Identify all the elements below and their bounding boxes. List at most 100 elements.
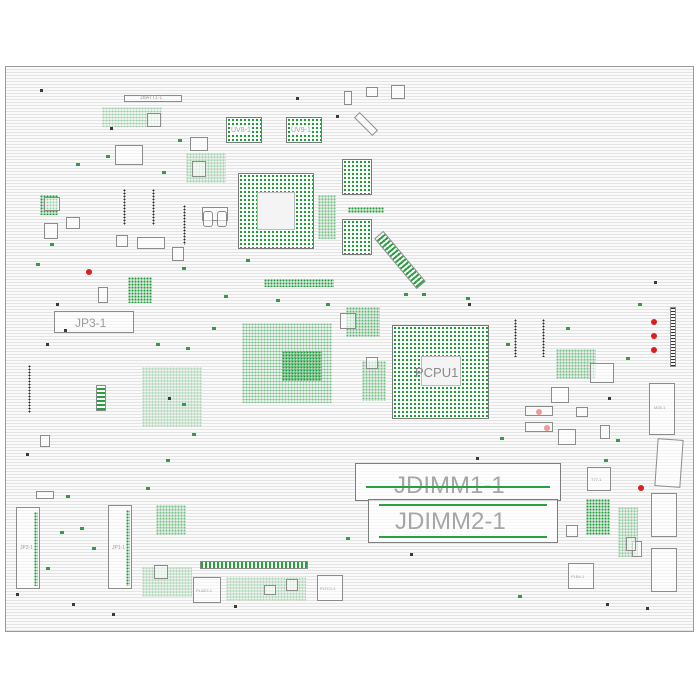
small-ic-3[interactable] xyxy=(190,137,208,151)
right-connector-angled[interactable] xyxy=(654,438,684,488)
jp3-label: JP3-1 xyxy=(75,316,107,330)
jp1-pins xyxy=(126,510,130,586)
plae-chip[interactable]: PLAE2-1 xyxy=(193,577,221,603)
smd-pad-dark xyxy=(476,457,479,460)
right-connector-4[interactable] xyxy=(651,548,677,592)
flex-connector-small[interactable] xyxy=(353,111,379,137)
smd-pad-dark xyxy=(26,453,29,456)
small-ic-7[interactable] xyxy=(44,223,58,239)
vram-chip-2[interactable] xyxy=(342,219,372,255)
small-ic-22[interactable] xyxy=(366,357,378,369)
small-ic-2[interactable] xyxy=(147,113,161,127)
small-ic-25[interactable] xyxy=(154,565,168,579)
small-ic-30[interactable] xyxy=(626,537,636,551)
small-ic-23[interactable] xyxy=(40,435,50,447)
smd-pad-dark xyxy=(296,97,299,100)
small-ic-24[interactable] xyxy=(98,287,108,303)
dimm-slot-2[interactable]: JDIMM2-1 xyxy=(368,499,558,543)
uv9-chip[interactable]: UV9-1 xyxy=(286,117,322,143)
small-ic-9[interactable] xyxy=(172,247,184,261)
test-point-5[interactable] xyxy=(651,347,657,353)
smd-pad-dark xyxy=(72,603,75,606)
smd-pad-dark xyxy=(646,607,649,610)
smd-pad xyxy=(466,297,470,300)
small-ic-15[interactable] xyxy=(551,387,569,403)
dimm-slot-1-label: JDIMM1-1 xyxy=(394,472,505,499)
gpu-bga[interactable] xyxy=(238,173,314,249)
smd-pad xyxy=(106,155,110,158)
pad-cluster-bottom-left xyxy=(156,505,186,535)
small-ic-1[interactable] xyxy=(115,145,143,165)
t77-chip[interactable]: T77-1 xyxy=(587,467,611,491)
right-connector-3[interactable] xyxy=(651,493,677,537)
small-ic-29[interactable] xyxy=(600,425,610,439)
vram-chip-1[interactable] xyxy=(342,159,372,195)
smd-pad-dark xyxy=(234,605,237,608)
pltc-chip[interactable]: PLTC1-1 xyxy=(317,575,343,601)
small-ic-19[interactable] xyxy=(566,525,578,537)
small-ic-8[interactable] xyxy=(137,237,165,249)
smd-pad xyxy=(276,299,280,302)
small-ic-13[interactable] xyxy=(366,87,378,97)
test-point-6[interactable] xyxy=(86,269,92,275)
small-ic-27[interactable] xyxy=(286,579,298,591)
cap-pair-1[interactable] xyxy=(203,211,213,227)
m25-label: M25-1 xyxy=(654,405,666,410)
small-ic-18[interactable] xyxy=(576,407,588,417)
cap-pair-2[interactable] xyxy=(217,211,227,227)
header-vertical-3 xyxy=(183,205,186,245)
small-ic-28[interactable] xyxy=(36,491,54,499)
test-point-4[interactable] xyxy=(651,333,657,339)
smd-pad-dark xyxy=(110,127,113,130)
uv8-label: UV8-1 xyxy=(231,127,251,134)
dimm-slot-2-contacts xyxy=(379,504,547,506)
smd-pad-dark xyxy=(336,115,339,118)
pad-cluster-right-bottom xyxy=(586,499,610,535)
uv9-label: UV9-1 xyxy=(291,127,311,134)
battery-connector-label: JBATT1-1 xyxy=(140,95,163,101)
battery-connector[interactable]: JBATT1-1 xyxy=(124,95,182,102)
bottom-flex-connector[interactable] xyxy=(200,561,308,569)
small-ic-21[interactable] xyxy=(340,313,356,329)
jp3-connector[interactable]: JP3-1 xyxy=(54,311,134,333)
smd-pad-dark xyxy=(654,281,657,284)
test-frame-1[interactable] xyxy=(525,406,553,416)
dimm-slot-1-contacts xyxy=(366,486,550,488)
pad-cluster-top-right xyxy=(348,207,384,213)
small-ic-14[interactable] xyxy=(344,91,352,105)
smd-pad xyxy=(92,547,96,550)
smd-pad xyxy=(566,327,570,330)
header-vertical-4 xyxy=(28,365,31,413)
test-frame-2[interactable] xyxy=(525,422,553,432)
flex-connector-slanted[interactable] xyxy=(374,230,426,290)
test-point-7[interactable] xyxy=(638,485,644,491)
small-ic-4[interactable] xyxy=(44,197,60,211)
cpu-bga-center xyxy=(421,356,461,386)
small-connector-left[interactable] xyxy=(96,385,106,411)
cpu-bga[interactable]: PCPU1 xyxy=(392,325,489,419)
small-ic-11[interactable] xyxy=(192,161,206,177)
jp2-label: JP2-1 xyxy=(20,545,34,551)
small-ic-17[interactable] xyxy=(590,363,614,383)
jp1-label: JP1-1 xyxy=(112,545,126,551)
test-point-3[interactable] xyxy=(651,319,657,325)
right-edge-pin-header[interactable] xyxy=(670,307,676,367)
small-ic-26[interactable] xyxy=(264,585,276,595)
pad-cluster-left-mid xyxy=(128,277,152,303)
smd-pad xyxy=(36,263,40,266)
smd-pad xyxy=(224,295,228,298)
m25-connector[interactable]: M25-1 xyxy=(649,383,675,435)
jp2-connector[interactable]: JP2-1 xyxy=(16,507,40,589)
smd-pad-dark xyxy=(168,397,171,400)
uv8-chip[interactable]: UV8-1 xyxy=(226,117,262,143)
small-ic-12[interactable] xyxy=(391,85,405,99)
plb4-chip[interactable]: PLB4-1 xyxy=(568,563,594,589)
small-ic-6[interactable] xyxy=(116,235,128,247)
smd-pad-dark xyxy=(468,303,471,306)
small-ic-16[interactable] xyxy=(558,429,576,445)
jp1-connector[interactable]: JP1-1 xyxy=(108,505,132,589)
pad-cluster-mid-left xyxy=(142,367,202,427)
small-ic-5[interactable] xyxy=(66,217,80,229)
smd-pad xyxy=(326,303,330,306)
dimm-slot-1[interactable]: JDIMM1-1 xyxy=(355,463,561,501)
